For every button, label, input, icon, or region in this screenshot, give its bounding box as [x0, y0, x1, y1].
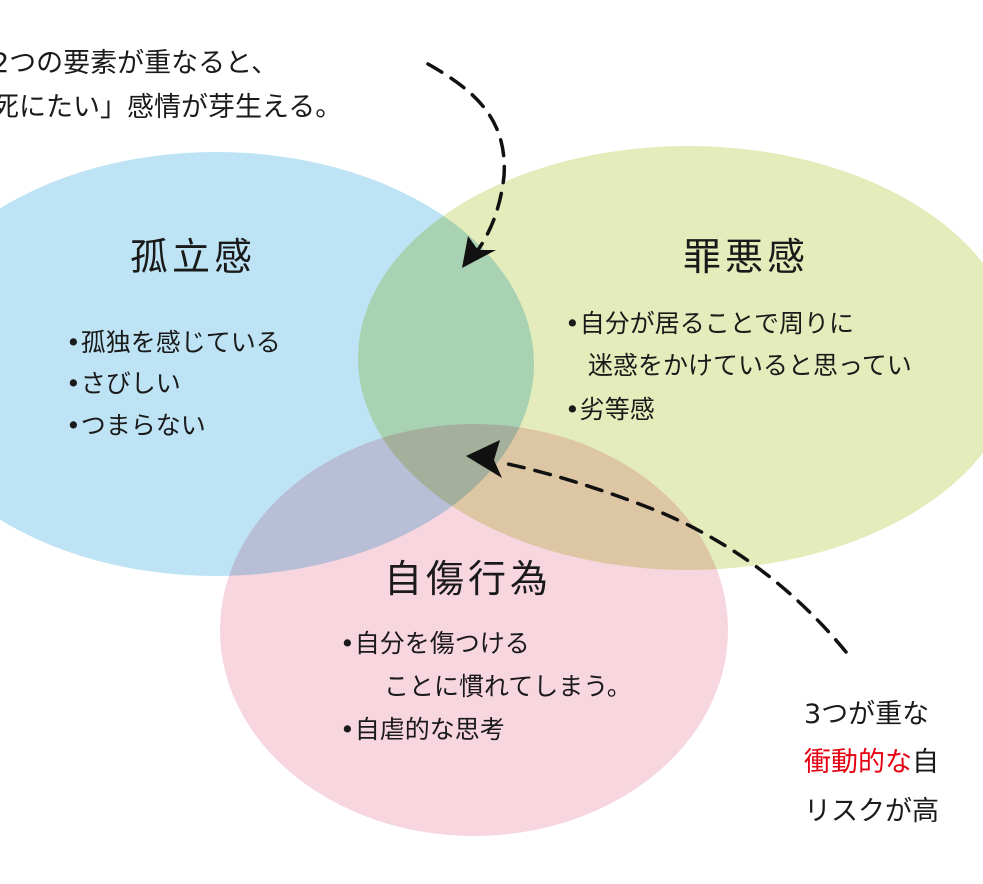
bottom-note-line3: リスクが高 [804, 796, 939, 827]
selfharm-circle [220, 424, 728, 836]
bottom-arrow-head [466, 440, 502, 478]
bottom-note-red-text: 衝動的な [804, 747, 912, 778]
bottom-note-line1: 3つが重な [804, 699, 929, 730]
guilt-item-2: •劣等感 [565, 395, 655, 424]
top-note-line2: 死にたい」感情が芽生える。 [0, 92, 342, 123]
isolation-title: 孤立感 [130, 235, 256, 279]
selfharm-title: 自傷行為 [384, 557, 552, 601]
isolation-item-2: •さびしい [66, 369, 181, 398]
guilt-item-1: •自分が居ることで周りに [565, 309, 854, 338]
selfharm-item-1: •自分を傷つける [340, 629, 530, 658]
top-note-line1: 2つの要素が重なると、 [0, 48, 278, 79]
guilt-title: 罪悪感 [683, 235, 809, 279]
guilt-item-1-continued: 迷惑をかけていると思ってい [588, 351, 912, 380]
selfharm-item-1-continued: ことに慣れてしまう。 [384, 672, 632, 701]
selfharm-item-2: •自虐的な思考 [340, 715, 505, 744]
top-arrow-head [462, 236, 496, 268]
top-dashed-arrow-line [426, 62, 506, 260]
isolation-item-3: •つまらない [66, 411, 206, 440]
bottom-note-line2-rest: 自 [912, 747, 939, 778]
isolation-item-1: •孤独を感じている [66, 328, 281, 357]
bottom-note-line2: 衝動的な自 [804, 747, 939, 778]
bottom-dashed-arrow-line [496, 460, 848, 654]
